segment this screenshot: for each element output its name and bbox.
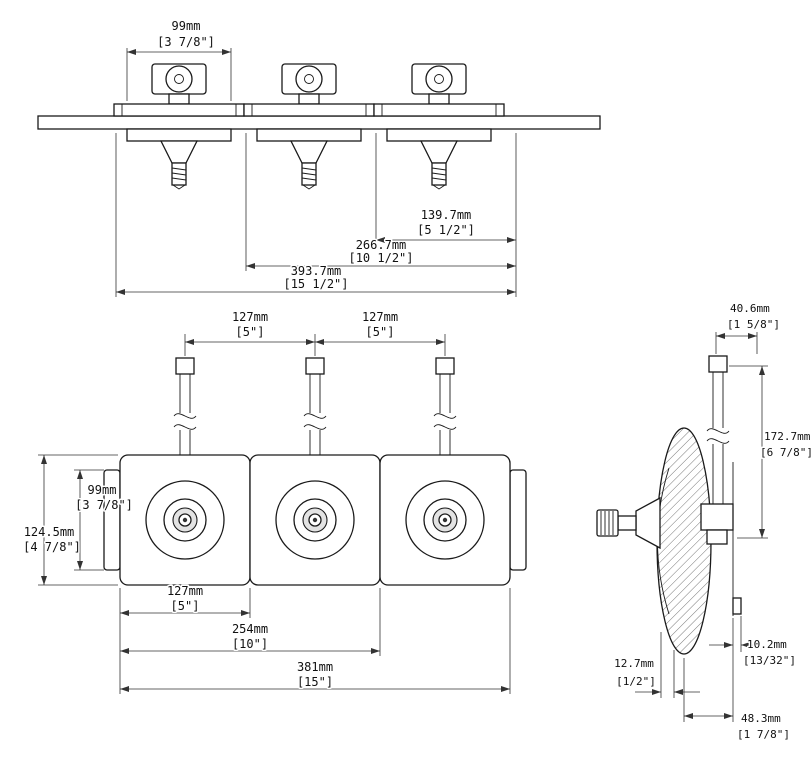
handle-knurled-knob [596,509,619,537]
side-view-dimensions: 40.6mm [1 5/8"] 172.7mm [6 7/8"] 10.2mm … [613,301,812,743]
dim-top-99-mm: 99mm [172,19,201,33]
handle-bell [635,496,661,550]
dim-front-254-mm: 254mm [232,622,268,636]
dim-top-139-mm: 139.7mm [421,208,472,222]
dim-top-99-inch: [3 7/8"] [157,35,215,49]
dim-top-266-inch: [10 1/2"] [348,251,413,265]
handle-stem-side [617,515,637,531]
dim-side-10-mm: 10.2mm [747,638,787,651]
dim-front-254-inch: [10"] [232,637,268,651]
dim-top-393-inch: [15 1/2"] [283,277,348,291]
mounting-bar [37,115,601,130]
side-view: 40.6mm [1 5/8"] 172.7mm [6 7/8"] 10.2mm … [596,301,812,743]
dim-side-40-mm: 40.6mm [730,302,770,315]
escutcheon-disc-section [656,427,712,655]
dim-front-127c-inch: [5"] [171,599,200,613]
dim-side-12-mm: 12.7mm [614,657,654,670]
top-view: 99mm [3 7/8"] 139.7mm [5 1/2"] 266.7mm [… [37,18,601,297]
pipe-break-icon [706,428,730,434]
dim-side-172-inch: [6 7/8"] [760,446,812,459]
dim-side-48-inch: [1 7/8"] [737,728,790,741]
dim-front-124-inch: [4 7/8"] [23,540,81,554]
dim-side-40-inch: [1 5/8"] [727,318,780,331]
dim-side-172-mm: 172.7mm [764,430,811,443]
dim-front-127a-mm: 127mm [232,310,268,324]
dim-front-124-mm: 124.5mm [24,525,75,539]
trim-unit-2 [249,357,381,586]
trim-unit-1 [119,357,251,586]
dim-top-266-mm: 266.7mm [356,238,407,252]
valve-inlet-block [700,503,734,531]
dim-side-12-inch: [1/2"] [616,675,656,688]
dim-front-99-inch: [3 7/8"] [75,498,133,512]
trim-lip [732,597,742,615]
dim-front-127b-inch: [5"] [366,325,395,339]
dim-front-127b-mm: 127mm [362,310,398,324]
dim-front-381-inch: [15"] [297,675,333,689]
trim-unit-3 [379,357,511,586]
front-view-dimensions: 127mm [5"] 127mm [5"] 99mm [3 7/8"] 124.… [22,309,511,694]
dim-front-127a-inch: [5"] [236,325,265,339]
top-view-dimensions: 99mm [3 7/8"] 139.7mm [5 1/2"] 266.7mm [… [115,18,517,297]
dim-top-139-inch: [5 1/2"] [417,223,475,237]
front-view: 127mm [5"] 127mm [5"] 99mm [3 7/8"] 124.… [22,309,527,694]
dim-side-48-mm: 48.3mm [741,712,781,725]
dim-side-10-inch: [13/32"] [743,654,796,667]
mounting-tab-right [509,469,527,571]
dim-front-99-mm: 99mm [88,483,117,497]
pipe-fitting-side [708,355,728,373]
dim-front-127c-mm: 127mm [167,584,203,598]
dim-top-393-mm: 393.7mm [291,264,342,278]
dim-front-381-mm: 381mm [297,660,333,674]
